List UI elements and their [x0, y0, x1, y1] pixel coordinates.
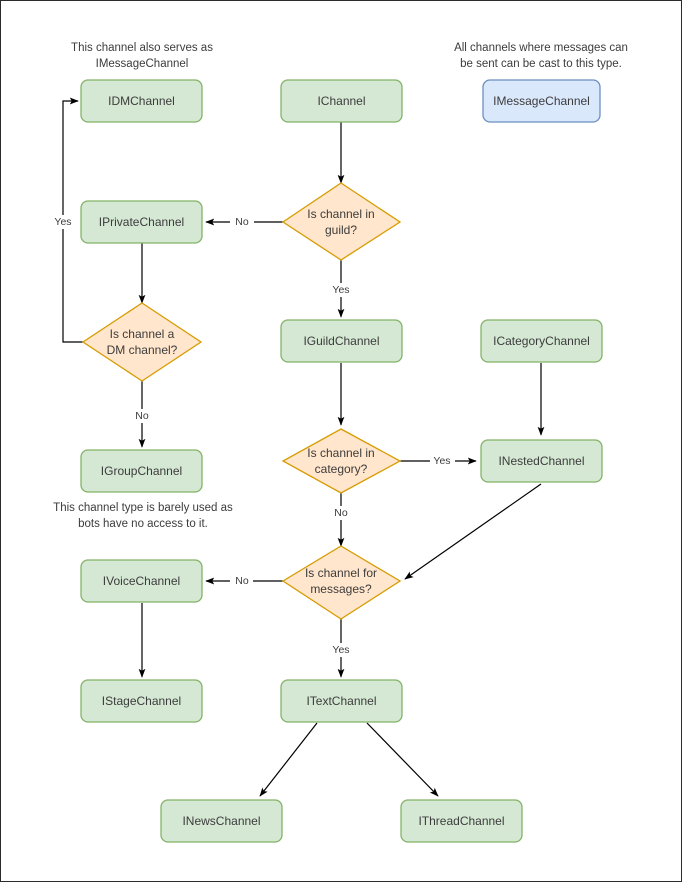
node-istagechannel[interactable]: IStageChannel	[80, 679, 203, 723]
node-ivoicechannel[interactable]: IVoiceChannel	[80, 559, 203, 603]
node-decision-is-channel-in-guild[interactable]: Is channel in guild?	[281, 182, 402, 261]
node-idmchannel-label: IDMChannel	[108, 94, 175, 108]
edge-label-bg	[230, 215, 254, 229]
node-iprivatechannel-label: IPrivateChannel	[99, 215, 184, 229]
node-imessagechannel-label: IMessageChannel	[493, 94, 590, 108]
edge-label-guild-no: No	[235, 216, 249, 228]
node-inewschannel[interactable]: INewsChannel	[160, 799, 283, 843]
node-igroupchannel[interactable]: IGroupChannel	[80, 449, 203, 493]
node-decision-messages-line2: messages?	[310, 582, 372, 596]
node-ichannel-label: IChannel	[317, 94, 365, 108]
edge-dm-no-to-igroupchannel: No	[131, 381, 154, 448]
edge-label-bg	[329, 283, 354, 297]
node-itextchannel-label: ITextChannel	[306, 694, 376, 708]
edge-label-category-no: No	[334, 507, 348, 519]
node-decision-is-channel-in-category[interactable]: Is channel in category?	[281, 428, 402, 494]
edge-label-guild-yes: Yes	[332, 284, 349, 296]
note-imessagechannel-line2: be sent can be cast to this type.	[460, 58, 622, 70]
node-inewschannel-label: INewsChannel	[182, 814, 260, 828]
edge-label-bg	[329, 643, 354, 657]
note-igroupchannel: This channel type is barely used as bots…	[53, 502, 233, 530]
node-ichannel[interactable]: IChannel	[280, 79, 403, 123]
edge-label-bg	[50, 215, 76, 229]
node-idmchannel[interactable]: IDMChannel	[80, 79, 203, 123]
edge-itextchannel-to-inewschannel	[259, 722, 318, 797]
node-decision-guild-line1: Is channel in	[307, 207, 374, 221]
node-inestedchannel[interactable]: INestedChannel	[480, 439, 603, 483]
node-iprivatechannel[interactable]: IPrivateChannel	[80, 200, 203, 244]
note-idmchannel-line1: This channel also serves as	[71, 42, 213, 54]
node-istagechannel-label: IStageChannel	[102, 694, 181, 708]
edge-guild-no-to-iprivatechannel: No	[205, 215, 283, 229]
node-itextchannel[interactable]: ITextChannel	[280, 679, 403, 723]
edge-label-bg	[230, 574, 253, 588]
node-ithreadchannel[interactable]: IThreadChannel	[400, 799, 523, 843]
node-decision-messages-line1: Is channel for	[305, 566, 377, 580]
node-decision-is-channel-a-dm-channel[interactable]: Is channel a DM channel?	[81, 302, 203, 382]
node-decision-category-line2: category?	[315, 462, 368, 476]
note-imessagechannel-line1: All channels where messages can	[454, 42, 628, 54]
node-decision-dm-line1: Is channel a	[110, 327, 175, 341]
node-decision-category-line1: Is channel in	[307, 446, 374, 460]
edge-label-bg	[330, 506, 353, 520]
note-imessagechannel: All channels where messages can be sent …	[454, 42, 628, 70]
node-icategorychannel-label: ICategoryChannel	[493, 334, 590, 348]
edge-label-dm-no: No	[135, 410, 149, 422]
edge-category-no-to-messages-decision: No	[330, 493, 353, 547]
edge-label-bg	[131, 409, 154, 423]
edge-guild-yes-to-iguildchannel: Yes	[329, 260, 354, 318]
edge-messages-no-to-ivoicechannel: No	[205, 574, 283, 588]
node-igroupchannel-label: IGroupChannel	[101, 464, 182, 478]
note-igroupchannel-line1: This channel type is barely used as	[53, 502, 233, 514]
node-imessagechannel[interactable]: IMessageChannel	[482, 79, 601, 123]
edge-dm-yes-to-idmchannel: Yes	[50, 97, 83, 343]
edge-category-yes-to-inestedchannel: Yes	[400, 454, 477, 468]
edge-label-dm-yes: Yes	[54, 216, 71, 228]
edge-messages-yes-to-itextchannel: Yes	[329, 619, 354, 678]
note-igroupchannel-line2: bots have no access to it.	[78, 518, 208, 530]
note-idmchannel: This channel also serves as IMessageChan…	[71, 42, 213, 70]
edge-inestedchannel-to-messages-decision	[404, 483, 542, 580]
edge-itextchannel-to-ithreadchannel	[366, 722, 439, 797]
node-decision-is-channel-for-messages[interactable]: Is channel for messages?	[281, 545, 402, 620]
node-ithreadchannel-label: IThreadChannel	[418, 814, 504, 828]
note-idmchannel-line2: IMessageChannel	[96, 58, 189, 70]
edge-label-messages-no: No	[235, 575, 249, 587]
node-inestedchannel-label: INestedChannel	[498, 454, 584, 468]
edge-label-bg	[430, 454, 455, 468]
node-ivoicechannel-label: IVoiceChannel	[103, 574, 180, 588]
node-decision-guild-line2: guild?	[325, 223, 357, 237]
node-iguildchannel[interactable]: IGuildChannel	[280, 319, 403, 363]
node-decision-dm-line2: DM channel?	[107, 343, 178, 357]
edge-label-category-yes: Yes	[433, 455, 450, 467]
edge-label-messages-yes: Yes	[332, 644, 349, 656]
node-iguildchannel-label: IGuildChannel	[303, 334, 379, 348]
node-icategorychannel[interactable]: ICategoryChannel	[480, 319, 603, 363]
